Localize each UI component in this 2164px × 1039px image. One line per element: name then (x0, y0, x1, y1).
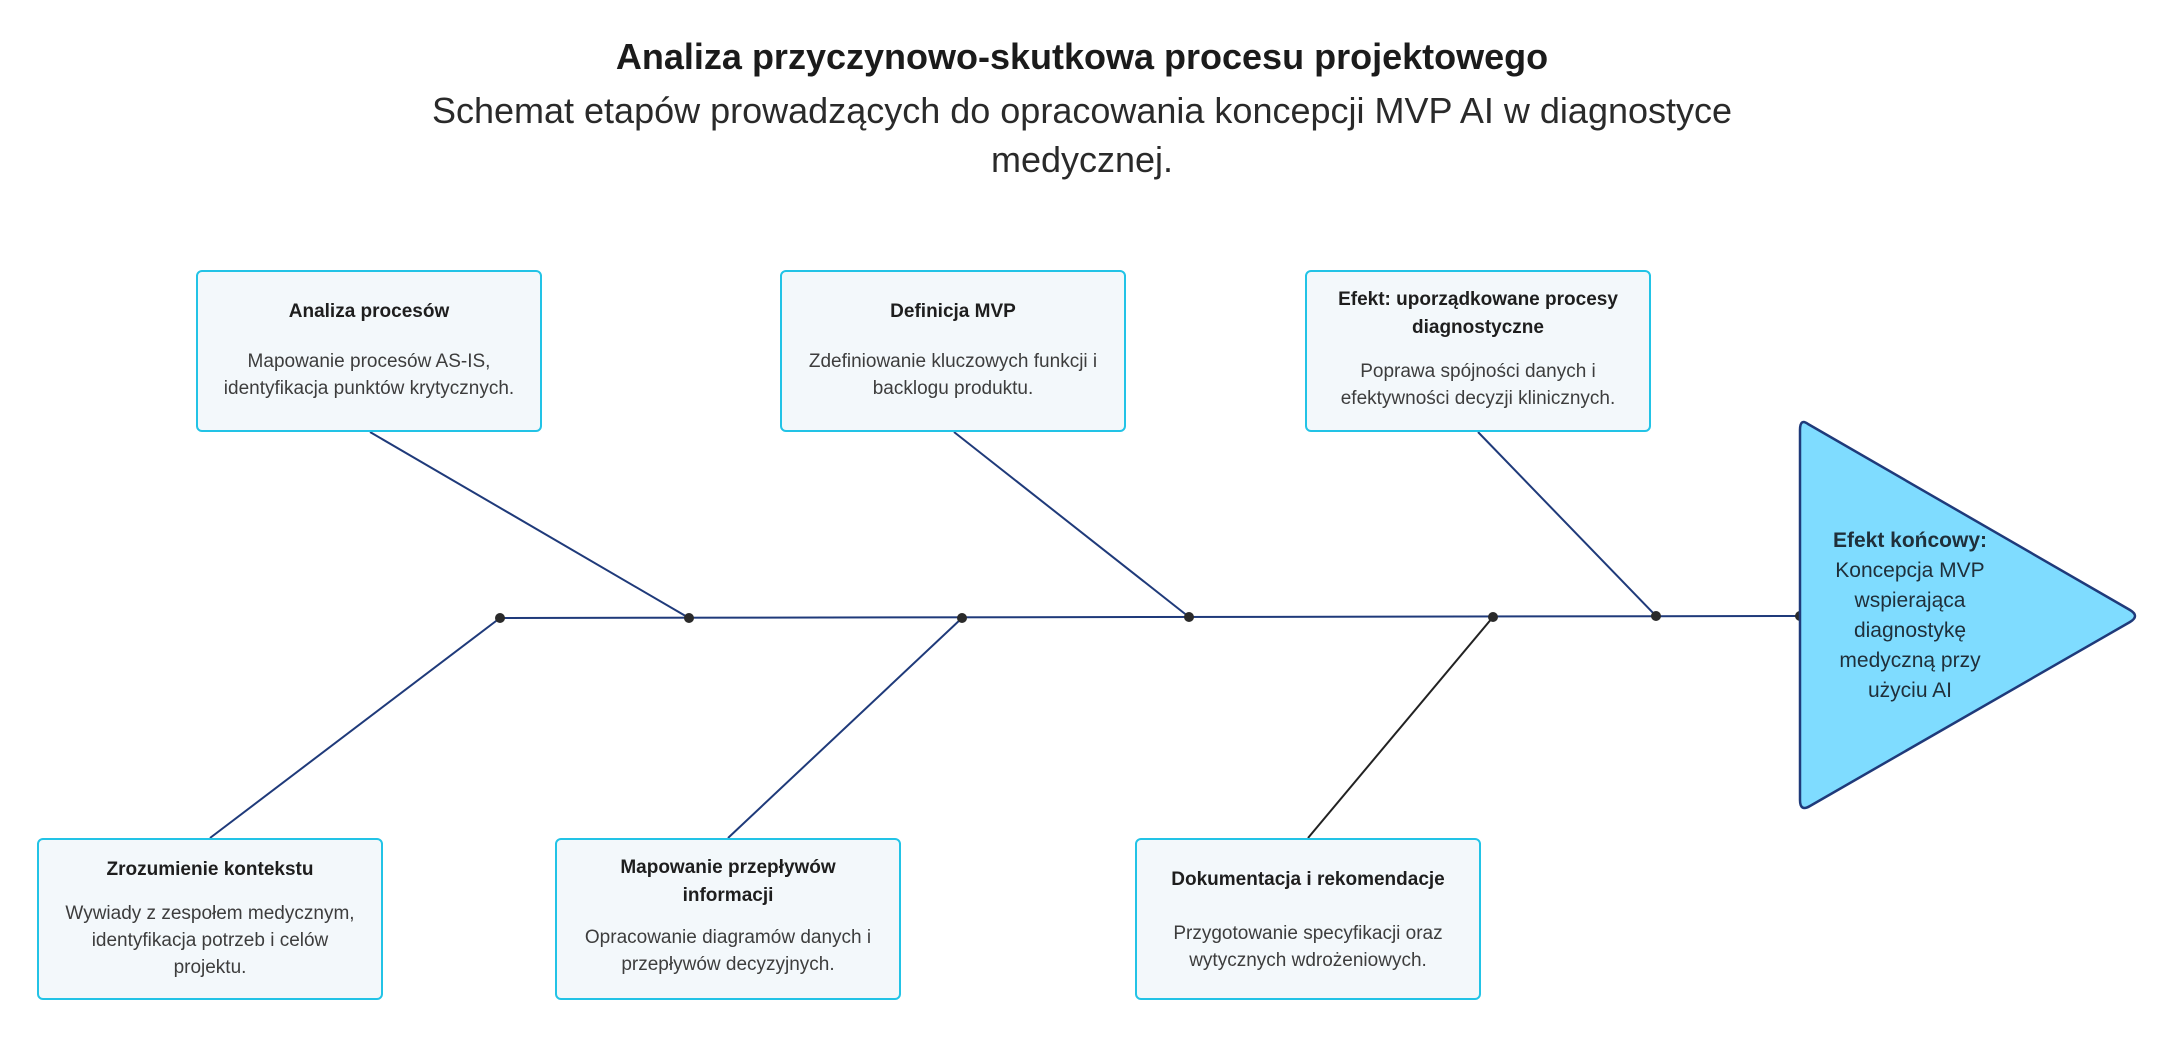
spine-line (499, 615, 1801, 619)
bone-bottom-3 (1307, 616, 1494, 839)
diagram-subtitle: Schemat etapów prowadzących do opracowan… (431, 90, 1733, 180)
bone-top-2 (953, 431, 1190, 618)
effect-label: Efekt końcowy: Koncepcja MVP wspierająca… (1810, 526, 2010, 706)
effect-description: Koncepcja MVP wspierająca diagnostykę me… (1835, 559, 1985, 702)
cause-title: Zrozumienie kontekstu (106, 859, 314, 880)
bone-bottom-2 (727, 617, 963, 839)
cause-box-bottom-3: Dokumentacja i rekomendacje Przygotowani… (1135, 838, 1481, 1000)
cause-description: Wywiady z zespołem medycznym, identyfika… (65, 903, 355, 978)
junction-dot (1184, 612, 1194, 622)
cause-title: Analiza procesów (288, 301, 450, 322)
cause-title: Mapowanie przepływów informacji (620, 857, 836, 906)
cause-box-top-3: Efekt: uporządkowane procesy diagnostycz… (1305, 270, 1651, 432)
junction-dot (684, 613, 694, 623)
cause-box-bottom-1: Zrozumienie kontekstu Wywiady z zespołem… (37, 838, 383, 1000)
cause-title: Dokumentacja i rekomendacje (1171, 869, 1445, 890)
cause-description: Przygotowanie specyfikacji oraz wytyczny… (1173, 923, 1443, 971)
cause-description: Opracowanie diagramów danych i przepływó… (584, 927, 872, 975)
cause-box-top-1: Analiza procesów Mapowanie procesów AS-I… (196, 270, 542, 432)
junction-dot (1651, 611, 1661, 621)
cause-description: Zdefiniowanie kluczowych funkcji i backl… (808, 351, 1098, 399)
bone-top-3 (1477, 431, 1657, 617)
cause-title: Definicja MVP (890, 301, 1016, 322)
cause-box-bottom-2: Mapowanie przepływów informacji Opracowa… (555, 838, 901, 1000)
cause-description: Poprawa spójności danych i efektywności … (1340, 361, 1616, 409)
junction-dot (957, 613, 967, 623)
cause-description: Mapowanie procesów AS-IS, identyfikacja … (223, 351, 515, 399)
junction-dot (1488, 612, 1498, 622)
effect-head-shape (1798, 420, 2137, 810)
bone-top-1 (369, 431, 690, 619)
effect-title: Efekt końcowy: (1832, 529, 1988, 552)
cause-title: Efekt: uporządkowane procesy diagnostycz… (1338, 289, 1618, 338)
bone-bottom-1 (209, 617, 501, 839)
cause-box-top-2: Definicja MVP Zdefiniowanie kluczowych f… (780, 270, 1126, 432)
diagram-title: Analiza przyczynowo-skutkowa procesu pro… (615, 36, 1549, 77)
junction-dot (495, 613, 505, 623)
